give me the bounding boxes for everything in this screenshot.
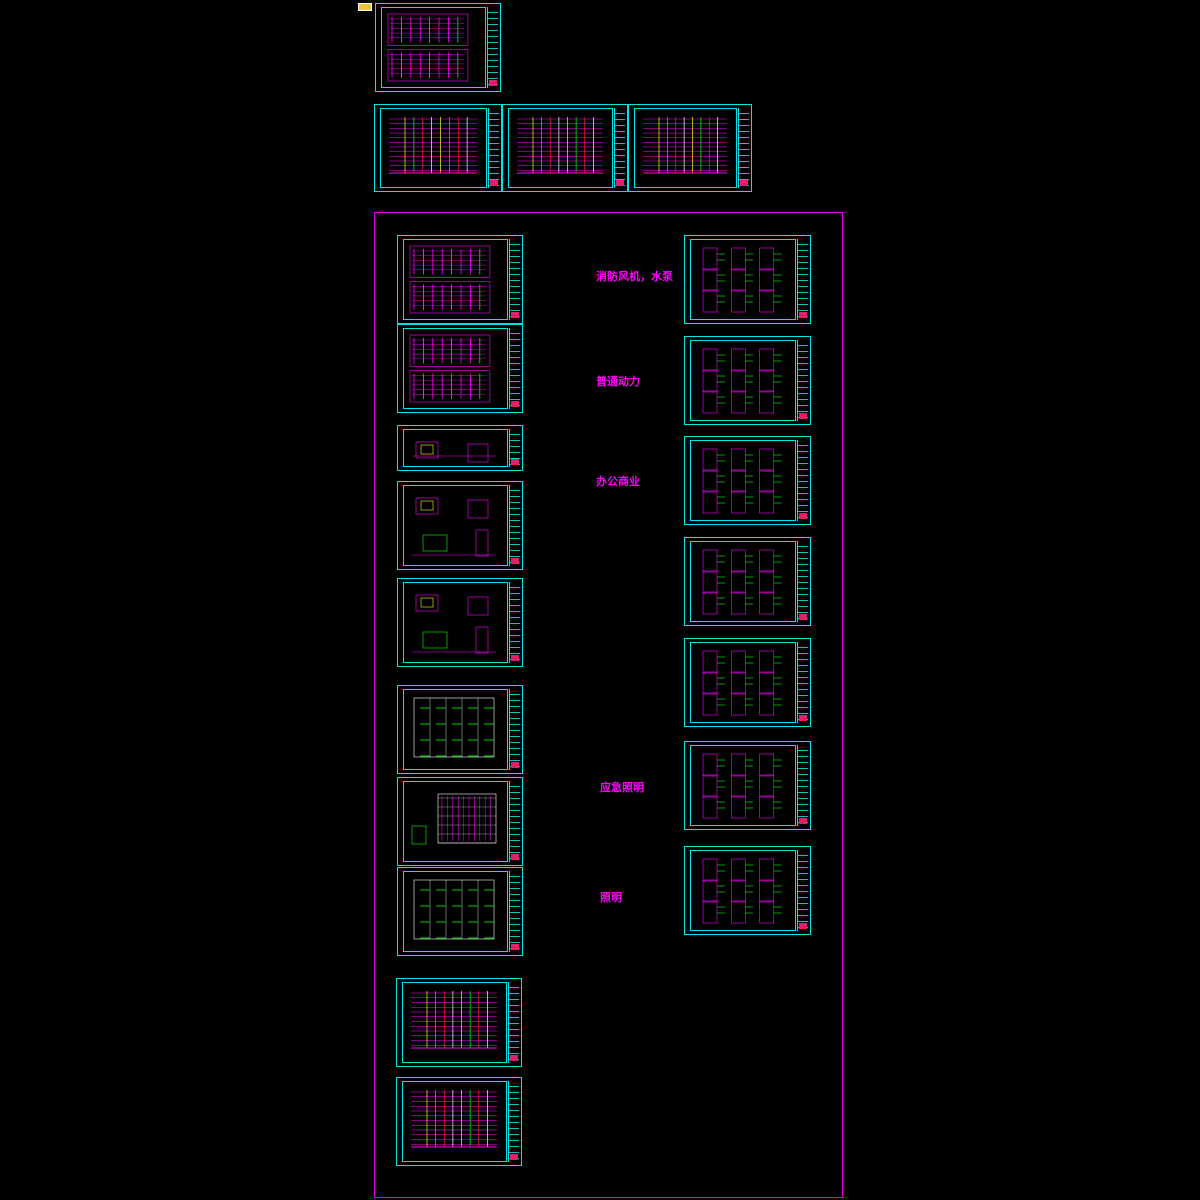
drawing-sheet[interactable] [628, 104, 752, 192]
sheet-drawing-content [412, 441, 496, 463]
label-emergency-lighting: 应急照明 [600, 781, 644, 794]
sheet-drawing-content [389, 117, 477, 174]
drawing-sheet[interactable] [397, 867, 523, 956]
sheet-drawing-content [411, 793, 497, 845]
label-lighting: 照明 [600, 891, 622, 904]
drawing-sheet[interactable] [684, 638, 811, 727]
sheet-drawing-content [387, 13, 469, 82]
drawing-sheet[interactable] [397, 578, 523, 667]
drawing-sheet[interactable] [684, 846, 811, 935]
label-office-commercial: 办公商业 [596, 475, 640, 488]
sheet-drawing-content [412, 497, 496, 557]
sheet-drawing-content [702, 650, 782, 716]
label-fire-fans-pumps: 消防风机，水泵 [596, 270, 673, 283]
sheet-drawing-content [702, 549, 782, 615]
sheet-drawing-content [517, 117, 603, 174]
drawing-sheet[interactable] [396, 978, 522, 1067]
sheet-drawing-content [702, 448, 782, 514]
sheet-group-frame [374, 212, 843, 1198]
drawing-sheet[interactable] [684, 436, 811, 525]
drawing-sheet[interactable] [397, 425, 523, 471]
sheet-drawing-content [412, 594, 496, 654]
drawing-sheet[interactable] [397, 235, 523, 324]
drawing-sheet[interactable] [684, 235, 811, 324]
drawing-sheet[interactable] [684, 741, 811, 830]
sheet-drawing-content [702, 247, 782, 313]
sheet-drawing-content [411, 1090, 497, 1148]
drawing-sheet[interactable] [397, 324, 523, 413]
drawing-sheet[interactable] [396, 1077, 522, 1166]
drawing-sheet[interactable] [397, 481, 523, 570]
sheet-drawing-content [702, 858, 782, 924]
drawing-sheet[interactable] [397, 685, 523, 774]
drawing-sheet[interactable] [684, 336, 811, 425]
drawing-sheet[interactable] [374, 104, 502, 192]
drawing-sheet[interactable] [684, 537, 811, 626]
drawing-sheet[interactable] [502, 104, 628, 192]
drawing-sheet[interactable] [397, 777, 523, 866]
drawing-sheet[interactable] [375, 3, 501, 92]
sheet-drawing-content [702, 753, 782, 819]
sheet-drawing-content [413, 879, 495, 940]
sheet-drawing-content [409, 334, 491, 403]
app-logo-icon [358, 3, 372, 11]
label-general-power: 普通动力 [596, 375, 640, 388]
sheet-drawing-content [411, 991, 497, 1049]
sheet-drawing-content [409, 245, 491, 314]
sheet-drawing-content [413, 697, 495, 758]
sheet-drawing-content [702, 348, 782, 414]
sheet-drawing-content [643, 117, 727, 174]
